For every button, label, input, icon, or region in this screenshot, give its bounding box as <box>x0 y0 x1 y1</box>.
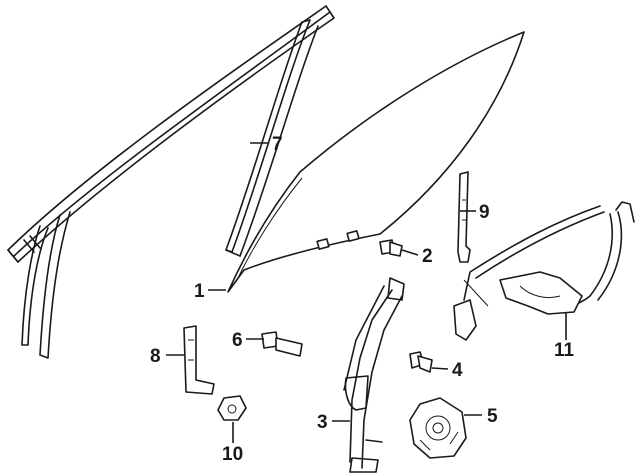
callout-6: 6 <box>232 330 264 351</box>
nut-10 <box>217 395 247 421</box>
bolt-2 <box>379 239 403 257</box>
glass-guide-bracket <box>457 171 471 263</box>
callout-9: 9 <box>460 202 490 223</box>
callout-8: 8 <box>150 346 184 367</box>
callout-1: 1 <box>194 281 226 302</box>
door-glass <box>227 31 525 293</box>
callout-11: 11 <box>554 312 575 361</box>
svg-text:2: 2 <box>422 246 433 267</box>
svg-text:4: 4 <box>452 360 463 381</box>
svg-text:5: 5 <box>487 406 498 427</box>
callout-7: 7 <box>250 134 283 155</box>
svg-text:11: 11 <box>554 340 575 361</box>
svg-text:3: 3 <box>317 412 328 433</box>
svg-text:6: 6 <box>232 330 243 351</box>
callout-3: 3 <box>317 412 350 433</box>
door-frame-channel <box>7 5 335 359</box>
callout-5: 5 <box>464 406 498 427</box>
bolt-4 <box>409 351 433 373</box>
lower-guide-bracket <box>183 325 215 395</box>
callout-2: 2 <box>401 246 433 267</box>
svg-text:8: 8 <box>150 346 161 367</box>
callout-4: 4 <box>431 360 463 381</box>
svg-text:7: 7 <box>272 134 283 155</box>
callout-10: 10 <box>222 422 243 465</box>
stud-6 <box>261 331 303 357</box>
window-regulator <box>343 277 405 473</box>
glass-run-weatherstrip <box>225 19 319 257</box>
svg-text:10: 10 <box>222 444 243 465</box>
regulator-motor <box>409 397 467 459</box>
svg-text:9: 9 <box>479 202 490 223</box>
svg-text:1: 1 <box>194 281 205 302</box>
door-lock-cable-assembly <box>453 201 635 341</box>
